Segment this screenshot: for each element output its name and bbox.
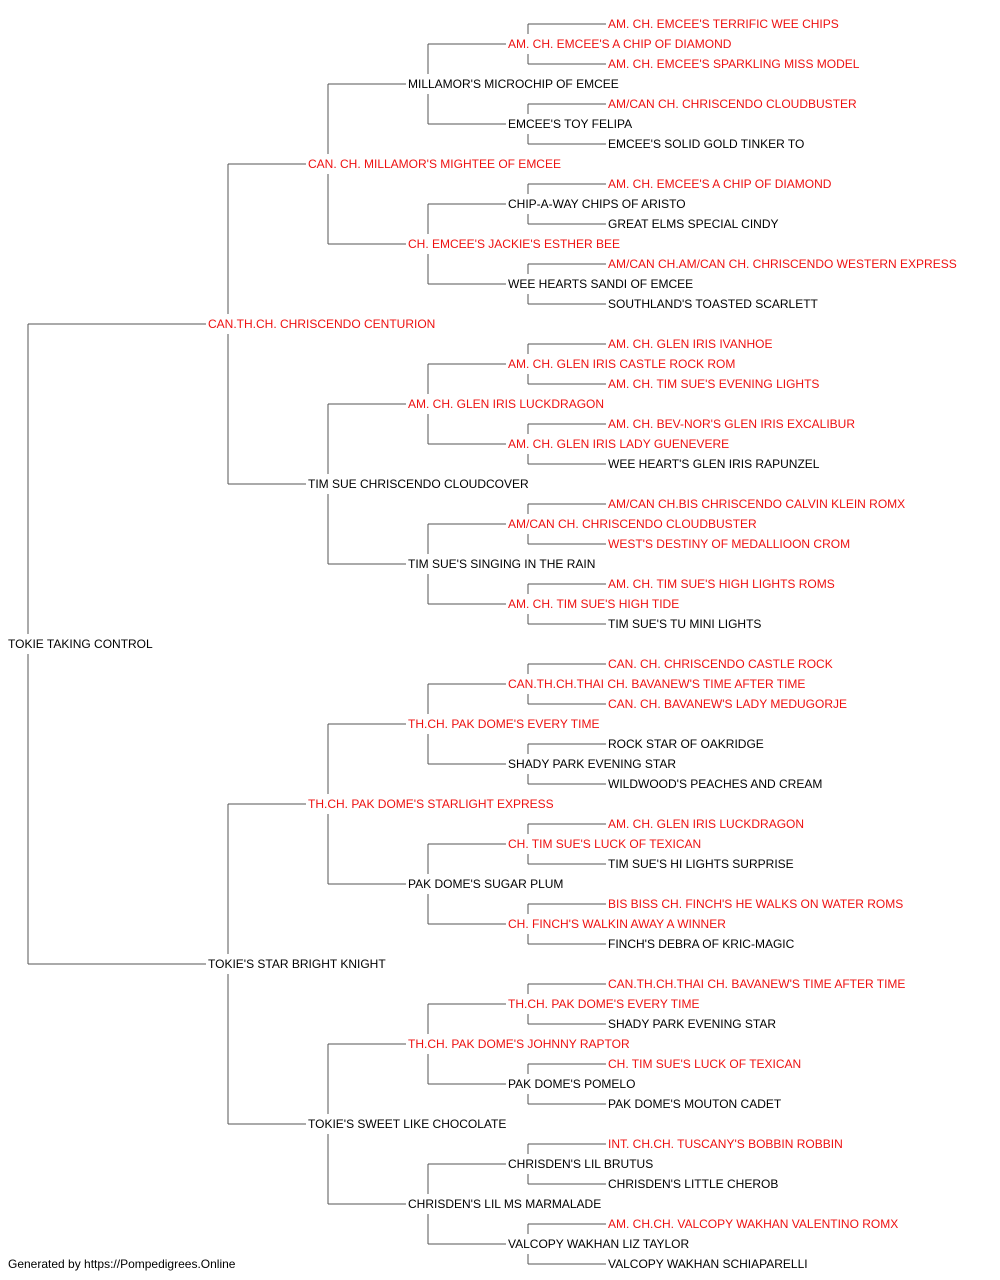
- pedigree-name-gen5: WEST'S DESTINY OF MEDALLIOON CROM: [608, 537, 850, 551]
- pedigree-name-gen5: SOUTHLAND'S TOASTED SCARLETT: [608, 297, 819, 311]
- pedigree-name-gen5: ROCK STAR OF OAKRIDGE: [608, 737, 764, 751]
- pedigree-name-gen5: WEE HEART'S GLEN IRIS RAPUNZEL: [608, 457, 820, 471]
- pedigree-name-gen5: BIS BISS CH. FINCH'S HE WALKS ON WATER R…: [608, 897, 903, 911]
- pedigree-name-gen5: TIM SUE'S HI LIGHTS SURPRISE: [608, 857, 794, 871]
- pedigree-name-gen5: AM/CAN CH.AM/CAN CH. CHRISCENDO WESTERN …: [608, 257, 957, 271]
- pedigree-name-gen1: TOKIE'S STAR BRIGHT KNIGHT: [208, 957, 386, 971]
- pedigree-name-gen4: CH. FINCH'S WALKIN AWAY A WINNER: [508, 917, 726, 931]
- pedigree-name-gen2: TIM SUE CHRISCENDO CLOUDCOVER: [308, 477, 529, 491]
- pedigree-name-gen4: EMCEE'S TOY FELIPA: [508, 117, 632, 131]
- pedigree-name-gen5: AM/CAN CH. CHRISCENDO CLOUDBUSTER: [608, 97, 857, 111]
- pedigree-name-gen5: AM. CH. BEV-NOR'S GLEN IRIS EXCALIBUR: [608, 417, 855, 431]
- pedigree-name-gen3: CH. EMCEE'S JACKIE'S ESTHER BEE: [408, 237, 620, 251]
- pedigree-name-gen4: SHADY PARK EVENING STAR: [508, 757, 676, 771]
- pedigree-name-gen5: GREAT ELMS SPECIAL CINDY: [608, 217, 779, 231]
- pedigree-name-gen4: WEE HEARTS SANDI OF EMCEE: [508, 277, 693, 291]
- pedigree-name-gen5: EMCEE'S SOLID GOLD TINKER TO: [608, 137, 804, 151]
- pedigree-name-gen4: AM. CH. GLEN IRIS LADY GUENEVERE: [508, 437, 729, 451]
- pedigree-name-gen5: CAN.TH.CH.THAI CH. BAVANEW'S TIME AFTER …: [608, 977, 905, 991]
- pedigree-name-gen5: CAN. CH. BAVANEW'S LADY MEDUGORJE: [608, 697, 847, 711]
- pedigree-name-gen5: FINCH'S DEBRA OF KRIC-MAGIC: [608, 937, 795, 951]
- pedigree-name-gen5: AM/CAN CH.BIS CHRISCENDO CALVIN KLEIN RO…: [608, 497, 905, 511]
- pedigree-name-gen5: VALCOPY WAKHAN SCHIAPARELLI: [608, 1257, 808, 1271]
- pedigree-name-gen5: AM. CH. GLEN IRIS IVANHOE: [608, 337, 772, 351]
- pedigree-name-gen5: WILDWOOD'S PEACHES AND CREAM: [608, 777, 822, 791]
- pedigree-name-gen4: AM/CAN CH. CHRISCENDO CLOUDBUSTER: [508, 517, 757, 531]
- pedigree-name-gen5: PAK DOME'S MOUTON CADET: [608, 1097, 782, 1111]
- pedigree-name-gen5: AM. CH. EMCEE'S A CHIP OF DIAMOND: [608, 177, 832, 191]
- pedigree-name-gen3: TH.CH. PAK DOME'S JOHNNY RAPTOR: [408, 1037, 630, 1051]
- pedigree-name-gen4: VALCOPY WAKHAN LIZ TAYLOR: [508, 1237, 689, 1251]
- pedigree-name-gen5: INT. CH.CH. TUSCANY'S BOBBIN ROBBIN: [608, 1137, 843, 1151]
- pedigree-name-gen5: AM. CH. GLEN IRIS LUCKDRAGON: [608, 817, 804, 831]
- pedigree-name-gen1: CAN.TH.CH. CHRISCENDO CENTURION: [208, 317, 435, 331]
- pedigree-name-gen4: CHRISDEN'S LIL BRUTUS: [508, 1157, 653, 1171]
- pedigree-name-gen3: MILLAMOR'S MICROCHIP OF EMCEE: [408, 77, 619, 91]
- pedigree-name-gen4: AM. CH. TIM SUE'S HIGH TIDE: [508, 597, 679, 611]
- pedigree-name-gen4: CAN.TH.CH.THAI CH. BAVANEW'S TIME AFTER …: [508, 677, 805, 691]
- pedigree-name-gen5: CH. TIM SUE'S LUCK OF TEXICAN: [608, 1057, 801, 1071]
- footer-credit: Generated by https://Pompedigrees.Online: [8, 1257, 236, 1271]
- pedigree-name-gen5: CHRISDEN'S LITTLE CHEROB: [608, 1177, 778, 1191]
- pedigree-name-gen3: TH.CH. PAK DOME'S EVERY TIME: [408, 717, 599, 731]
- pedigree-name-gen4: CHIP-A-WAY CHIPS OF ARISTO: [508, 197, 686, 211]
- pedigree-name-gen3: TIM SUE'S SINGING IN THE RAIN: [408, 557, 595, 571]
- pedigree-name-gen3: AM. CH. GLEN IRIS LUCKDRAGON: [408, 397, 604, 411]
- pedigree-name-gen2: TH.CH. PAK DOME'S STARLIGHT EXPRESS: [308, 797, 554, 811]
- pedigree-name-gen4: TH.CH. PAK DOME'S EVERY TIME: [508, 997, 699, 1011]
- pedigree-name-gen5: SHADY PARK EVENING STAR: [608, 1017, 776, 1031]
- pedigree-name-gen3: CHRISDEN'S LIL MS MARMALADE: [408, 1197, 601, 1211]
- pedigree-name-gen4: AM. CH. GLEN IRIS CASTLE ROCK ROM: [508, 357, 735, 371]
- pedigree-name-gen5: AM. CH. TIM SUE'S EVENING LIGHTS: [608, 377, 819, 391]
- pedigree-name-gen5: AM. CH. TIM SUE'S HIGH LIGHTS ROMS: [608, 577, 835, 591]
- pedigree-name-gen5: TIM SUE'S TU MINI LIGHTS: [608, 617, 761, 631]
- pedigree-name-gen2: TOKIE'S SWEET LIKE CHOCOLATE: [308, 1117, 506, 1131]
- pedigree-name-gen2: CAN. CH. MILLAMOR'S MIGHTEE OF EMCEE: [308, 157, 561, 171]
- pedigree-name-gen5: AM. CH.CH. VALCOPY WAKHAN VALENTINO ROMX: [608, 1217, 898, 1231]
- pedigree-name-gen5: CAN. CH. CHRISCENDO CASTLE ROCK: [608, 657, 833, 671]
- pedigree-name-gen4: AM. CH. EMCEE'S A CHIP OF DIAMOND: [508, 37, 732, 51]
- pedigree-name-gen4: CH. TIM SUE'S LUCK OF TEXICAN: [508, 837, 701, 851]
- pedigree-name-gen5: AM. CH. EMCEE'S TERRIFIC WEE CHIPS: [608, 17, 839, 31]
- pedigree-name-gen0: TOKIE TAKING CONTROL: [8, 637, 153, 651]
- pedigree-name-gen4: PAK DOME'S POMELO: [508, 1077, 635, 1091]
- pedigree-name-gen3: PAK DOME'S SUGAR PLUM: [408, 877, 563, 891]
- pedigree-name-gen5: AM. CH. EMCEE'S SPARKLING MISS MODEL: [608, 57, 860, 71]
